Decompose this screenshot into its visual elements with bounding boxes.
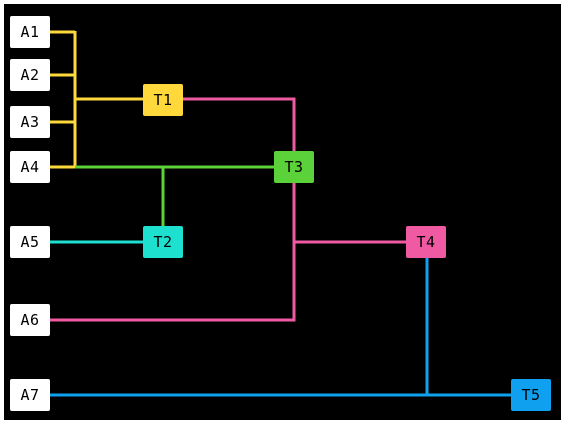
node-a2: A2 <box>10 59 50 91</box>
node-t4: T4 <box>406 226 446 258</box>
connector-lines <box>50 30 511 397</box>
node-t3: T3 <box>274 151 314 183</box>
node-t2: T2 <box>143 226 183 258</box>
node-t5: T5 <box>511 379 551 411</box>
blue-connectors <box>50 258 511 397</box>
node-t1: T1 <box>143 84 183 116</box>
edge-t1-t3 <box>183 97 296 151</box>
diagram-canvas: A1 A2 A3 A4 A5 A6 A7 T1 T2 T3 T4 T5 <box>4 4 561 420</box>
yellow-connectors <box>50 30 144 169</box>
node-a5: A5 <box>10 226 50 258</box>
node-a7: A7 <box>10 379 50 411</box>
edge-a6-t3 <box>50 183 296 322</box>
node-a4: A4 <box>10 151 50 183</box>
green-connectors <box>75 165 275 226</box>
node-a3: A3 <box>10 106 50 138</box>
node-a1: A1 <box>10 16 50 48</box>
pink-connectors <box>50 97 406 322</box>
node-a6: A6 <box>10 304 50 336</box>
